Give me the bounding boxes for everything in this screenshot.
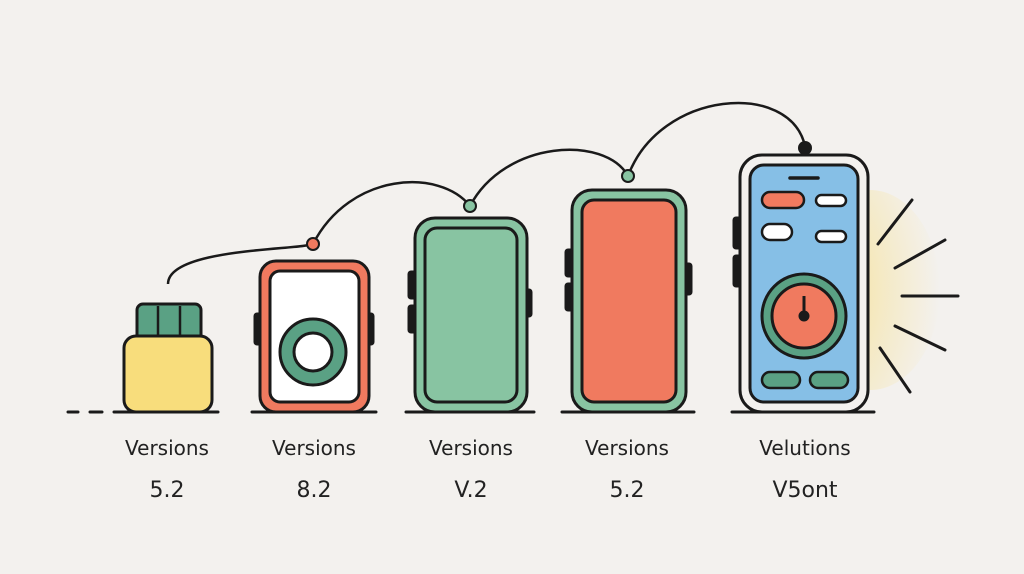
stage-name: Versions xyxy=(125,436,209,460)
usb-dongle-icon xyxy=(122,302,214,414)
stage-label-4: Versions 5.2 xyxy=(557,436,697,503)
connector-dot-4 xyxy=(798,141,812,155)
stage-label-2: Versions 8.2 xyxy=(244,436,384,503)
stage-name: Velutions xyxy=(759,436,851,460)
stage-label-3: Versions V.2 xyxy=(401,436,541,503)
stage-version: 8.2 xyxy=(296,478,332,503)
connector-dot-1 xyxy=(306,237,320,251)
connection-curve xyxy=(166,101,807,285)
stage-name: Versions xyxy=(272,436,356,460)
stage-label-1: Versions 5.2 xyxy=(97,436,237,503)
stage-version: 5.2 xyxy=(149,478,185,503)
connector-dot-2 xyxy=(463,199,477,213)
stage-label-5: Velutions V5ont xyxy=(735,436,875,503)
music-player-icon xyxy=(253,259,375,414)
phone-green-icon xyxy=(407,216,533,414)
connector-dot-3 xyxy=(621,169,635,183)
smartphone-app-icon xyxy=(732,153,870,414)
stage-version: V5ont xyxy=(772,478,838,503)
stage-name: Versions xyxy=(585,436,669,460)
stage-version: 5.2 xyxy=(609,478,645,503)
stage-version: V.2 xyxy=(454,478,488,503)
stage-name: Versions xyxy=(429,436,513,460)
phone-coral-icon xyxy=(564,188,693,414)
glow-rays xyxy=(876,198,960,394)
